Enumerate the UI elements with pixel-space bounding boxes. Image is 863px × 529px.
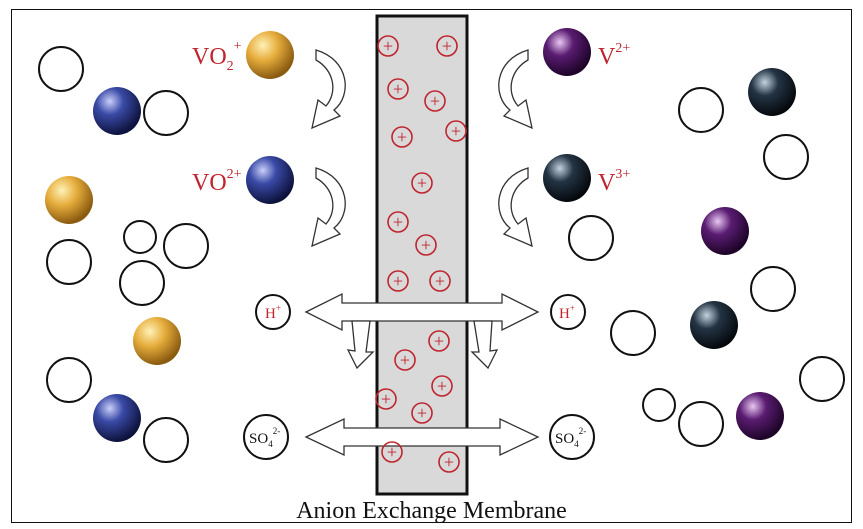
vo-2plus-label-ball — [246, 156, 294, 204]
curved-arrow-top-right — [498, 49, 533, 130]
positive-charge-circle — [375, 388, 397, 410]
empty-circle — [46, 357, 92, 403]
positive-charge-symbol: + — [435, 271, 445, 291]
v-3plus-label-ball — [543, 154, 591, 202]
positive-charge-symbol: + — [381, 389, 391, 409]
positive-charge-symbol: + — [442, 36, 452, 56]
h-plus-double-arrow — [304, 292, 540, 370]
positive-charge-circle — [411, 172, 433, 194]
v-2plus-label: V2+ — [598, 41, 630, 70]
vo-2plus-ball — [93, 394, 141, 442]
curved-arrow-mid-left — [311, 167, 346, 248]
membrane-charges: ++++++++++++++++++ — [375, 35, 467, 473]
vo-2plus-label: VO2+ — [192, 167, 242, 196]
empty-circle — [119, 260, 165, 306]
positive-charge-circle — [387, 270, 409, 292]
membrane — [375, 14, 469, 496]
so4-double-arrow — [304, 417, 540, 457]
positive-charge-symbol: + — [417, 173, 427, 193]
so4-right-bubble — [549, 414, 595, 460]
empty-circle — [143, 417, 189, 463]
v-2plus-label-ball — [543, 28, 591, 76]
empty-circle — [143, 90, 189, 136]
empty-circle — [610, 310, 656, 356]
curved-arrow-mid-right — [498, 167, 533, 248]
positive-charge-circle — [429, 270, 451, 292]
h-plus-left-bubble — [255, 294, 291, 330]
vo2-plus-ball — [133, 317, 181, 365]
empty-circle — [799, 356, 845, 402]
v-3plus-label: V3+ — [598, 167, 630, 196]
figure-border — [11, 9, 852, 523]
membrane-caption: Anion Exchange Membrane — [296, 498, 567, 524]
positive-charge-symbol: + — [444, 452, 454, 472]
v-3plus-ball — [748, 68, 796, 116]
positive-charge-symbol: + — [437, 376, 447, 396]
positive-charge-symbol: + — [387, 442, 397, 462]
v-2plus-ball — [736, 392, 784, 440]
vo2-plus-ball — [45, 176, 93, 224]
positive-charge-symbol: + — [393, 212, 403, 232]
positive-charge-circle — [431, 375, 453, 397]
v-2plus-ball — [701, 207, 749, 255]
positive-charge-circle — [377, 35, 399, 57]
vo2-plus-label: VO2+ — [192, 39, 242, 74]
positive-charge-circle — [424, 90, 446, 112]
empty-circle — [678, 401, 724, 447]
empty-circle — [46, 239, 92, 285]
positive-charge-circle — [387, 78, 409, 100]
empty-circle — [763, 134, 809, 180]
positive-charge-circle — [411, 402, 433, 424]
positive-charge-symbol: + — [417, 403, 427, 423]
so4-left-bubble — [243, 414, 289, 460]
empty-circle — [750, 266, 796, 312]
so4-right-label: SO42- — [555, 426, 586, 449]
positive-charge-symbol: + — [434, 331, 444, 351]
positive-charge-circle — [381, 441, 403, 463]
vo-2plus-ball — [93, 87, 141, 135]
positive-charge-symbol: + — [430, 91, 440, 111]
positive-charge-symbol: + — [397, 127, 407, 147]
positive-charge-circle — [438, 451, 460, 473]
positive-charge-symbol: + — [421, 235, 431, 255]
curved-arrow-top-left — [311, 49, 346, 130]
positive-charge-circle — [445, 120, 467, 142]
empty-circle — [38, 46, 84, 92]
positive-charge-symbol: + — [393, 271, 403, 291]
vo2-plus-label-ball — [246, 31, 294, 79]
v-3plus-ball — [690, 301, 738, 349]
empty-circle — [678, 87, 724, 133]
h-plus-left-label: H+ — [265, 303, 281, 322]
h-plus-right-label: H+ — [559, 303, 575, 322]
left-water-molecules — [38, 46, 209, 463]
positive-charge-circle — [436, 35, 458, 57]
right-water-molecules — [568, 87, 845, 447]
positive-charge-symbol: + — [383, 36, 393, 56]
positive-charge-circle — [428, 330, 450, 352]
positive-charge-circle — [387, 211, 409, 233]
positive-charge-symbol: + — [400, 350, 410, 370]
empty-circle — [123, 220, 157, 254]
positive-charge-symbol: + — [393, 79, 403, 99]
so4-left-label: SO42- — [249, 426, 280, 449]
positive-charge-symbol: + — [451, 121, 461, 141]
positive-charge-circle — [394, 349, 416, 371]
h-plus-right-bubble — [550, 294, 586, 330]
empty-circle — [163, 223, 209, 269]
positive-charge-circle — [415, 234, 437, 256]
empty-circle — [568, 215, 614, 261]
positive-charge-circle — [391, 126, 413, 148]
empty-circle — [642, 388, 676, 422]
